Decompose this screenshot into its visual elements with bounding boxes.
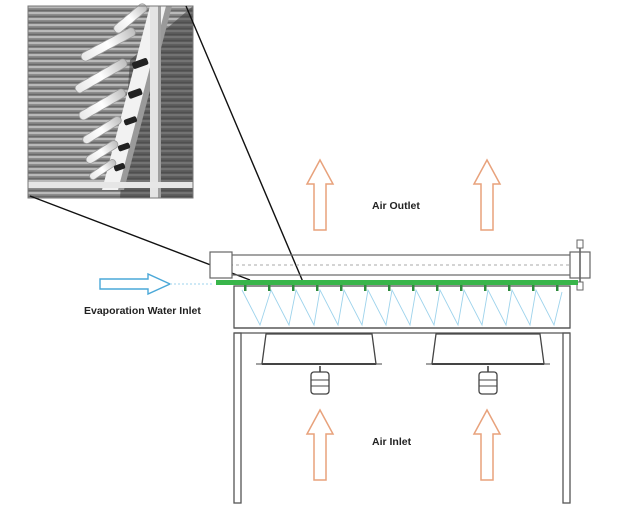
air-outlet-arrow-right	[472, 158, 502, 231]
air-inlet-arrows	[305, 408, 502, 481]
spray-cones	[241, 288, 563, 327]
left-leg	[233, 332, 242, 504]
nozzle-photo-inset	[27, 3, 194, 199]
cooler-frame	[233, 285, 571, 504]
right-leg	[562, 332, 571, 504]
top-header-housing	[209, 239, 591, 291]
left-end-cap	[209, 251, 233, 279]
spray-pipe	[216, 280, 578, 291]
air-inlet-label: Air Inlet	[372, 436, 412, 448]
air-outlet-arrows	[305, 158, 502, 231]
motor-right-icon	[478, 371, 498, 395]
motor-left-icon	[310, 371, 330, 395]
fan-right	[426, 333, 550, 395]
air-outlet-arrow-left	[305, 158, 335, 231]
evaporation-water-inlet-label: Evaporation Water Inlet	[84, 305, 201, 317]
fan-left	[256, 333, 382, 395]
air-inlet-arrow-right	[472, 408, 502, 481]
air-outlet-label: Air Outlet	[372, 200, 420, 212]
air-inlet-arrow-left	[305, 408, 335, 481]
water-inlet-arrow	[99, 272, 214, 296]
